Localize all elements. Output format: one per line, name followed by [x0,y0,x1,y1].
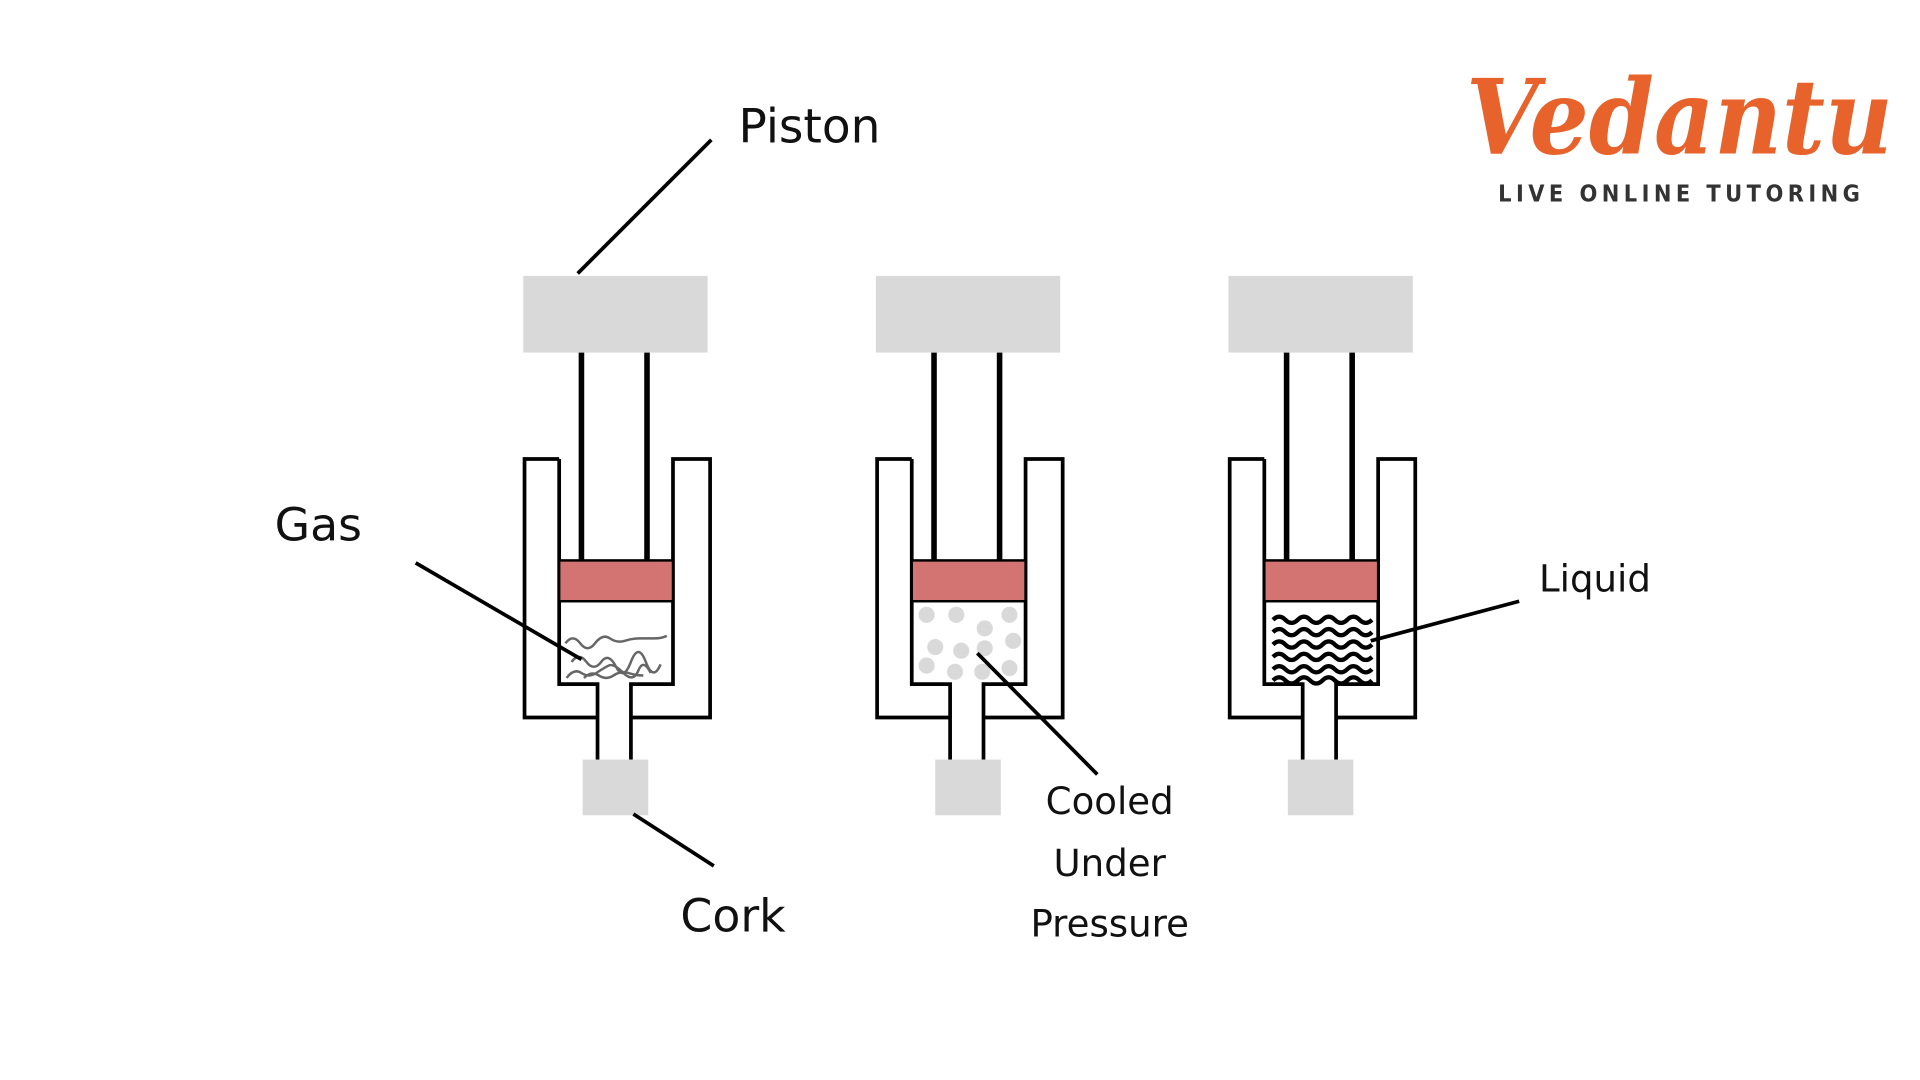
cylinder-cooled [876,276,1063,815]
logo-tagline: LIVE ONLINE TUTORING [1498,180,1864,208]
cooled-label-line3: Pressure [1030,902,1188,945]
liquid-leader-line [1370,599,1520,643]
cooled-label-line1: Cooled [1046,780,1174,823]
gas-molecules [564,634,668,680]
cylinder-liquid [1228,276,1415,815]
vedantu-logo: Vedantu LIVE ONLINE TUTORING [1466,55,1893,207]
piston-label: Piston [739,99,881,154]
cork-label: Cork [680,890,786,943]
liquid-waves [1271,614,1374,686]
piston-leader-line [576,138,713,275]
cooled-leader-line [976,651,1099,776]
gas-leader-line [414,561,583,661]
liquid-label: Liquid [1539,557,1651,600]
cork-leader-line [632,812,715,868]
cooled-particles [918,606,1022,680]
cooled-label-line2: Under [1054,842,1167,885]
cylinder-gas [523,276,710,815]
gas-label: Gas [275,499,362,552]
logo-brand: Vedantu [1466,55,1893,178]
